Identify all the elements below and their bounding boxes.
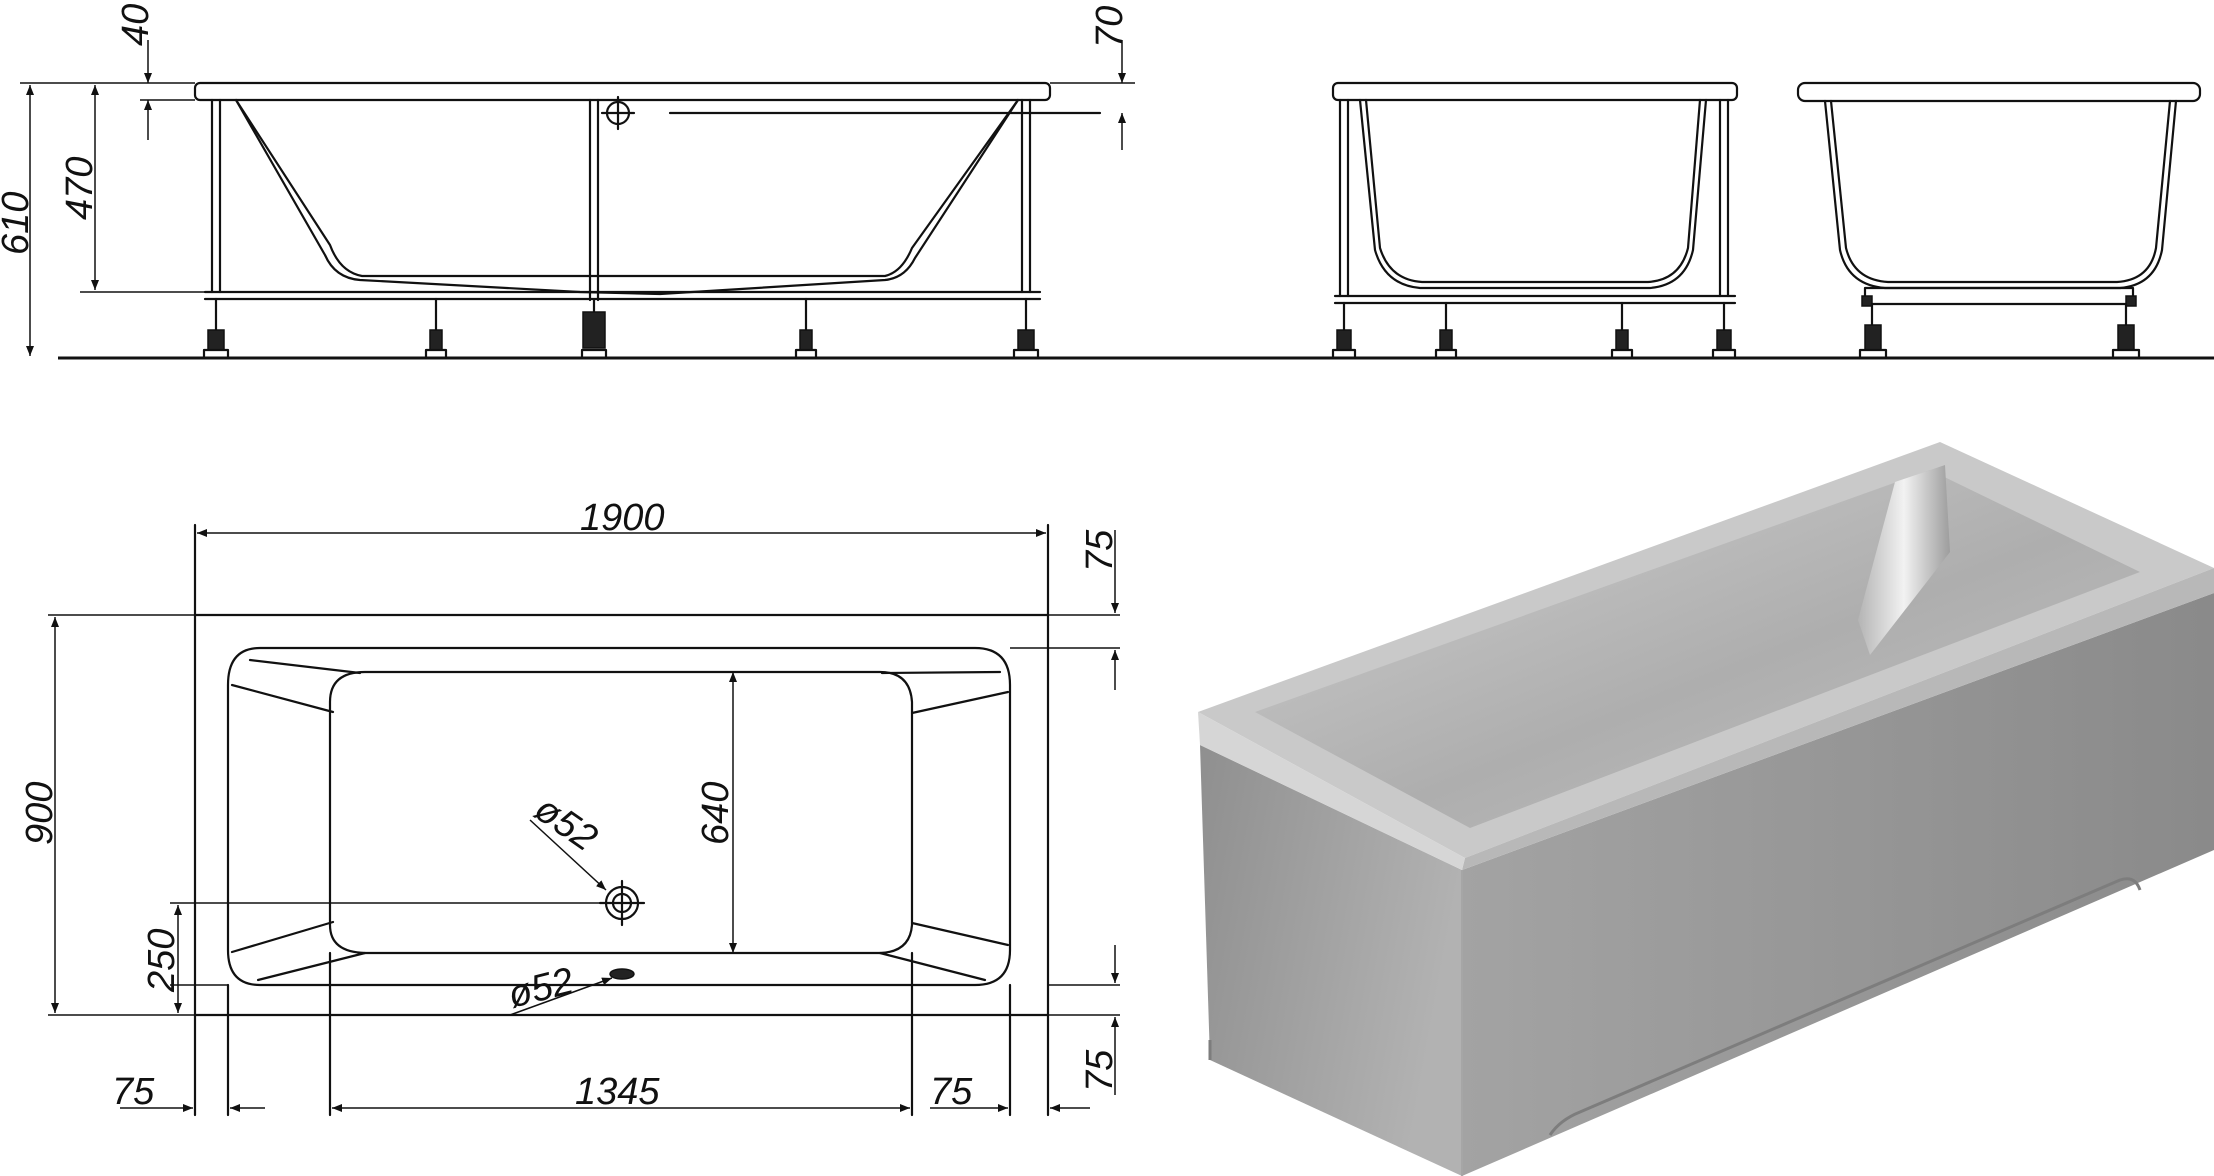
top-plan-view: ø52 ø52 1900 900 640 250 1345 75 75 75 [19,497,1121,1117]
end-view-frame [1331,81,1739,360]
overflow-symbol [609,968,635,980]
dim-width: 900 [19,782,61,845]
dim-drain-offset: 250 [141,929,183,993]
render-basin-wall [1858,465,1950,655]
end-view-plain [1796,81,2202,360]
dim-rim-right: 75 [930,1071,973,1113]
dim-rim-bottom-plan: 75 [1079,1049,1121,1092]
side-elevation-view: 40 70 470 610 [0,4,1135,360]
render-side-panel [1462,593,2214,1176]
plan-rim-inner [226,646,1012,987]
dim-total-height: 610 [0,192,37,255]
dim-length: 1900 [580,497,665,539]
dim-rim-left: 75 [112,1071,155,1113]
dim-rim-top-plan: 75 [1079,529,1121,572]
render-panel-recess [1548,877,2142,1136]
drain-symbol [598,879,646,927]
dim-inner-width: 640 [695,782,737,845]
dim-overflow-diameter: ø52 [504,960,578,1017]
dim-rim-top: 40 [115,4,157,46]
dim-drain-diameter: ø52 [527,788,605,860]
side-rim [193,81,1052,102]
dim-rim-side: 70 [1089,6,1131,48]
bathtub-3d-render [1198,442,2214,1176]
render-front-panel [1200,745,1462,1176]
plan-outer-outline [193,613,1050,1017]
dim-inner-length: 1345 [575,1071,660,1113]
side-feet [202,297,1040,360]
dim-inner-depth: 470 [59,157,101,220]
